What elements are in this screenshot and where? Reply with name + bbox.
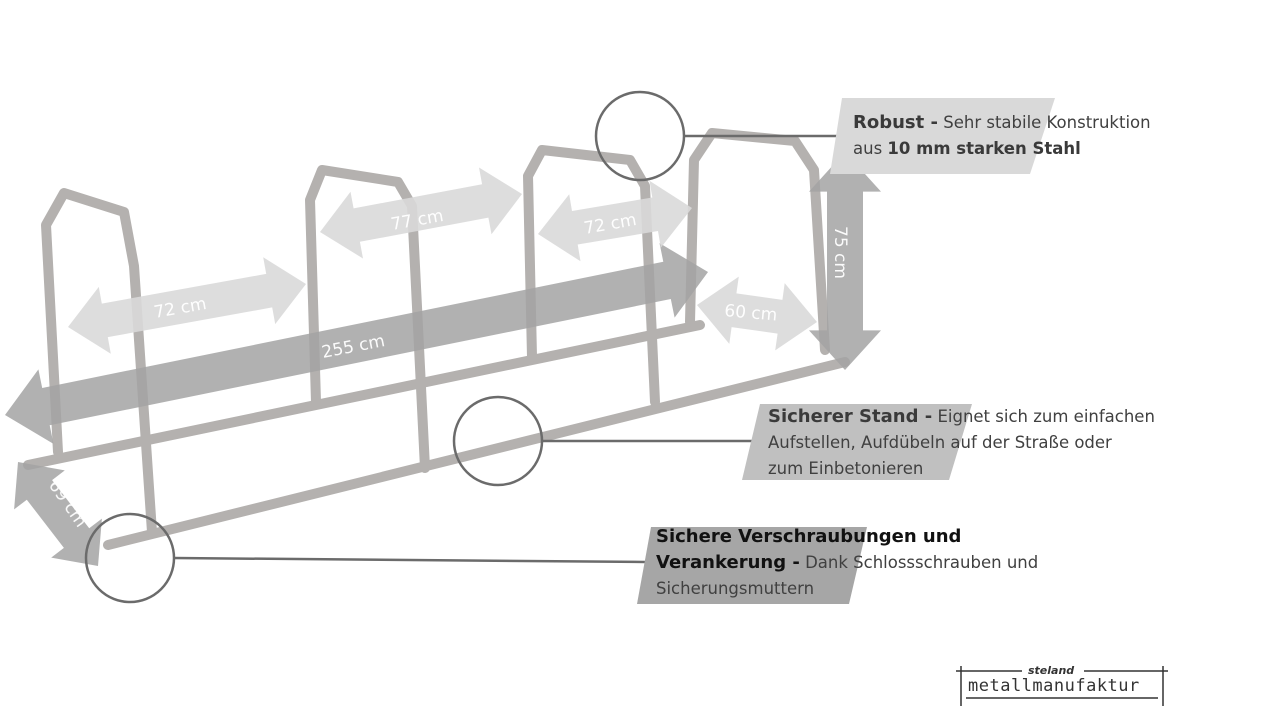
circle-robust xyxy=(594,90,686,182)
back-rail xyxy=(23,320,705,470)
leader-screws xyxy=(173,556,646,564)
dimension-arrow-77 xyxy=(320,167,522,259)
callout-background xyxy=(742,404,972,480)
callout-text: Eignet sich zum einfachen xyxy=(937,407,1155,426)
dimension-arrow-60 xyxy=(697,276,817,351)
callout-background xyxy=(830,98,1055,174)
callout-background xyxy=(637,527,867,604)
callout-title: Sicherer Stand - xyxy=(768,406,933,427)
dimension-arrow-75 xyxy=(809,152,881,370)
logo: steland metallmanufaktur xyxy=(956,664,1168,706)
callout-text: aus xyxy=(853,139,883,158)
callout-title: Verankerung - xyxy=(656,552,800,573)
dimension-arrow-69 xyxy=(14,462,102,566)
callout-text: Dank Schlossschrauben und xyxy=(805,553,1039,572)
logo-name: metallmanufaktur xyxy=(968,676,1140,696)
callout-title: Robust - xyxy=(853,112,938,133)
callout-bold-text: 10 mm starken Stahl xyxy=(887,139,1081,158)
dim-label-75: 75 cm xyxy=(830,226,850,279)
dimension-arrow-255 xyxy=(5,243,708,444)
logo-frame xyxy=(956,666,1168,706)
callout-text: Sehr stabile Konstruktion xyxy=(943,113,1151,132)
callout-sicherer-stand: Sicherer Stand - Eignet sich zum einfach… xyxy=(742,404,1162,480)
dimension-arrow-72-left xyxy=(68,257,306,354)
front-rail xyxy=(103,357,850,550)
callout-text: Aufstellen, Aufdübeln auf der Straße ode… xyxy=(768,433,1112,452)
highlight-circles xyxy=(84,90,840,604)
logo-brand: steland xyxy=(1028,664,1075,677)
callout-text: zum Einbetonieren xyxy=(768,459,924,478)
hoop-2 xyxy=(305,165,430,473)
callout-text: Sicherungsmuttern xyxy=(656,579,815,598)
callout-title: Sichere Verschraubungen und xyxy=(656,526,962,547)
callout-robust: Robust - Sehr stabile Konstruktion aus 1… xyxy=(830,98,1170,174)
dim-label-60: 60 cm xyxy=(724,301,778,326)
circle-screws xyxy=(84,512,176,604)
callout-verschraubungen: Sichere Verschraubungen und Verankerung … xyxy=(637,526,1057,605)
dimension-arrow-72-right xyxy=(538,180,692,262)
